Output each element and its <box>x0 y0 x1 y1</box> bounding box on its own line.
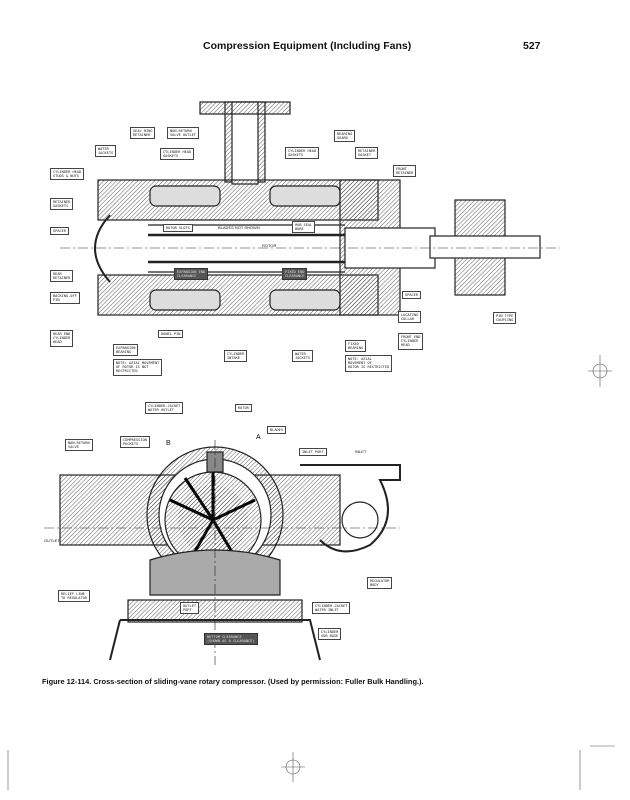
label-water-jackets: WATER JACKETS <box>95 145 117 158</box>
transverse-section <box>44 440 401 665</box>
label-rear-end-cylinder-head: REAR END CYLINDER HEAD <box>50 330 74 347</box>
label-non-return-valve-outlet: NON-RETURN VALVE OUTLET <box>167 127 199 140</box>
label-outlet-port: OUTLET PORT <box>180 602 199 615</box>
label-retainer-gaskets: RETAINER GASKETS <box>50 198 74 211</box>
label-water-jackets-2: WATER JACKETS <box>292 350 314 363</box>
label-inlet: INLET <box>355 449 367 454</box>
label-backing-off-pin: BACKING-OFF PIN <box>50 292 80 305</box>
label-outlet: OUTLET <box>44 538 60 543</box>
label-dowel-pin: DOWEL PIN <box>158 330 184 339</box>
label-cylinder-head-gaskets: CYLINDER HEAD GASKETS <box>160 148 195 161</box>
label-compression-pockets: COMPRESSION POCKETS <box>120 436 150 449</box>
label-cylinder-jacket-water-inlet: CYLINDER-JACKET WATER INLET <box>312 602 351 615</box>
label-rear-retainer: REAR RETAINER <box>50 270 74 283</box>
label-fixed-bearing: FIXED BEARING <box>345 340 367 353</box>
label-locating-collar: LOCATING COLLAR <box>398 311 422 324</box>
label-bottom-clearance: BOTTOM CLEARANCE (SHOWN AS 0 CLEARANCE) <box>204 633 258 646</box>
label-cylinder-sub-base: CYLINDER SUB BASE <box>318 628 342 641</box>
label-spacer: SPACER <box>50 227 69 236</box>
label-hub-seal-bore: HUB SEAL BORE <box>292 221 316 234</box>
label-front-retainer: FRONT RETAINER <box>393 165 417 178</box>
label-fixed-end-clearance: FIXED END CLEARANCE <box>282 268 308 281</box>
registration-marks <box>7 355 615 790</box>
longitudinal-section <box>60 101 560 316</box>
page-number: 527 <box>523 40 541 52</box>
note-restricted: NOTE: AXIAL MOVEMENT OF ROTOR IS RESTRIC… <box>345 355 393 372</box>
label-spacer-2: SPACER <box>402 291 421 300</box>
label-retainer-gasket: RETAINER GASKET <box>355 147 379 160</box>
label-blades-not-shown: BLADES NOT SHOWN <box>218 225 260 230</box>
label-non-return-valve: NON-RETURN VALVE <box>65 439 93 452</box>
label-seal-ring-retainer: SEAL RING RETAINER <box>130 127 156 140</box>
note-not-restricted: NOTE: AXIAL MOVEMENT OF ROTOR IS NOT RES… <box>113 359 163 376</box>
label-bearing-guard: BEARING GUARD <box>334 130 356 143</box>
label-pin-type-coupling: PIN TYPE COUPLING <box>493 312 517 325</box>
point-a: A <box>256 434 261 441</box>
label-blades: BLADES <box>267 426 286 435</box>
label-cylinder-head-gaskets-2: CYLINDER HEAD GASKETS <box>285 147 320 160</box>
label-front-end-cylinder-head: FRONT END CYLINDER HEAD <box>398 333 424 350</box>
label-cylinder-jacket-water-outlet: CYLINDER-JACKET WATER OUTLET <box>145 402 184 415</box>
label-cylinder-intake: CYLINDER INTAKE <box>224 350 248 363</box>
label-regulator-body: REGULATOR BODY <box>367 577 393 590</box>
label-relief-line: RELIEF LINE TO REGULATOR <box>58 590 90 603</box>
label-rotor-2: ROTOR <box>235 404 252 413</box>
label-cylinder-head-studs: CYLINDER HEAD STUDS & NUTS <box>50 168 85 181</box>
label-rotor: ROTOR <box>262 243 277 248</box>
label-expansion-end-clearance: EXPANSION END CLEARANCE <box>174 268 209 281</box>
label-inlet-port: INLET PORT <box>299 448 327 457</box>
running-title: Compression Equipment (Including Fans) <box>203 40 412 52</box>
label-rotor-slots: ROTOR SLOTS <box>163 224 193 233</box>
figure-caption: Figure 12-114. Cross-section of sliding-… <box>42 677 424 686</box>
point-b: B <box>166 440 171 447</box>
label-expansion-bearing: EXPANSION BEARING <box>113 344 139 357</box>
